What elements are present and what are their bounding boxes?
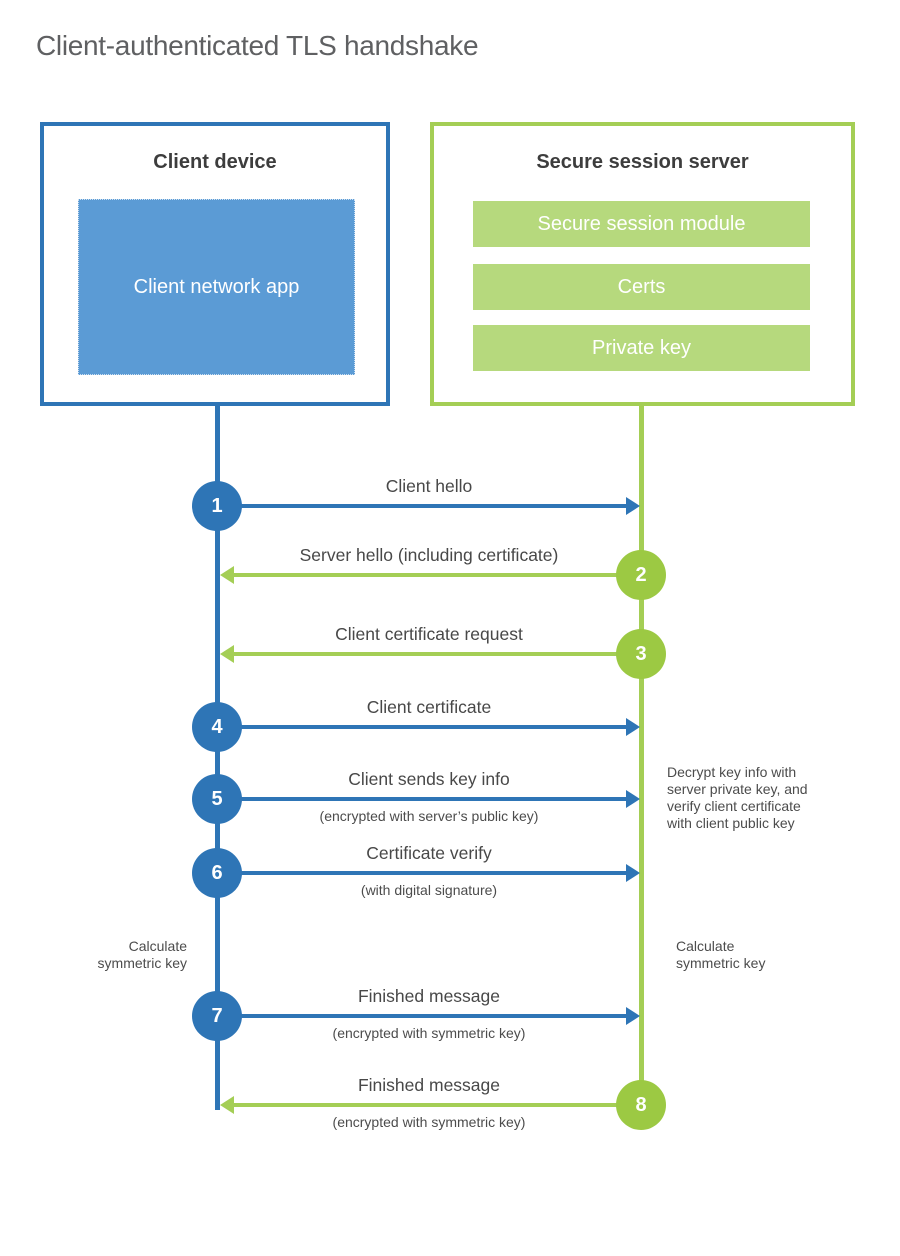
step-circle-4: 4 — [192, 702, 242, 752]
arrow-client-to-server-4 — [217, 725, 627, 729]
client-network-app-label: Client network app — [133, 275, 300, 298]
step-circle-5: 5 — [192, 774, 242, 824]
message-label-2: Server hello (including certificate) — [299, 545, 559, 565]
secure-session-server-title: Secure session server — [536, 151, 749, 173]
client-device-box: Client device Client network app — [40, 122, 390, 406]
message-label-5: Client sends key info — [348, 769, 510, 789]
step-circle-3: 3 — [616, 629, 666, 679]
arrow-client-to-server-5 — [217, 797, 627, 801]
message-label-8: Finished message — [357, 1075, 501, 1095]
arrow-server-to-client-8 — [233, 1103, 639, 1107]
arrow-server-to-client-3 — [233, 652, 639, 656]
step-circle-6: 6 — [192, 848, 242, 898]
step-circle-7: 7 — [192, 991, 242, 1041]
page-title: Client-authenticated TLS handshake — [36, 30, 479, 61]
secure-session-server-box: Secure session server Secure session mod… — [430, 122, 855, 406]
arrow-client-to-server-1 — [217, 504, 627, 508]
server-module-label: Private key — [592, 336, 691, 359]
note-calculate-symmetric-key-server: Calculate symmetric key — [676, 938, 766, 971]
server-module-certs: Certs — [473, 264, 810, 310]
message-label-4: Client certificate — [366, 697, 492, 717]
arrow-server-to-client-2 — [233, 573, 639, 577]
note-decrypt-key-info: Decrypt key info with server private key… — [667, 764, 808, 831]
step-circle-1: 1 — [192, 481, 242, 531]
step-circle-2: 2 — [616, 550, 666, 600]
message-label-7: Finished message — [357, 986, 501, 1006]
message-label-1: Client hello — [385, 476, 473, 496]
arrow-client-to-server-7 — [217, 1014, 627, 1018]
arrow-client-to-server-6 — [217, 871, 627, 875]
message-sublabel-8: (encrypted with symmetric key) — [332, 1114, 526, 1130]
note-calculate-symmetric-key-client: Calculate symmetric key — [97, 938, 187, 971]
client-network-app-box: Client network app — [78, 199, 355, 375]
server-lifeline — [639, 406, 644, 1105]
message-label-3: Client certificate request — [335, 624, 523, 644]
server-module-private-key: Private key — [473, 325, 810, 371]
message-sublabel-6: (with digital signature) — [360, 882, 498, 898]
message-sublabel-5: (encrypted with server’s public key) — [319, 808, 539, 824]
step-circle-8: 8 — [616, 1080, 666, 1130]
message-sublabel-7: (encrypted with symmetric key) — [332, 1025, 526, 1041]
server-module-secure-session-module: Secure session module — [473, 201, 810, 247]
client-lifeline — [215, 406, 220, 1110]
message-label-6: Certificate verify — [366, 843, 492, 863]
server-module-label: Certs — [617, 275, 666, 298]
server-module-label: Secure session module — [537, 212, 746, 235]
client-device-title: Client device — [153, 151, 277, 173]
